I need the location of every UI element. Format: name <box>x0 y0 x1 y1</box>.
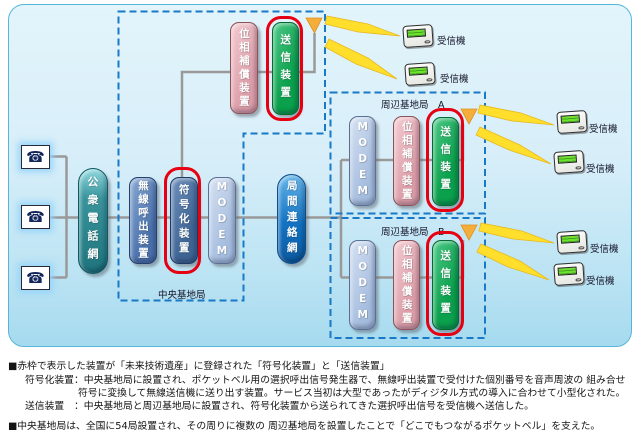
modem-pill-a: MODEM <box>349 116 376 206</box>
phone-icon: ☎ <box>21 144 50 169</box>
pager-icon <box>402 23 434 49</box>
modem-label: MODEM <box>356 245 369 325</box>
receiver-label: 受信機 <box>586 164 615 175</box>
phase-compensator-label: 位相補償装置 <box>400 244 413 326</box>
public-phone-network-label: 公衆電話網 <box>86 176 99 266</box>
radio-call-device-label: 無線呼出装置 <box>137 180 149 261</box>
pager-screen <box>557 266 578 276</box>
radio-call-device-pill: 無線呼出装置 <box>129 177 157 264</box>
phone-glyph: ☎ <box>26 268 45 287</box>
phase-compensator-label: 位相補償装置 <box>400 120 413 202</box>
phone-glyph: ☎ <box>26 147 45 166</box>
public-phone-network-pill: 公衆電話網 <box>77 168 108 274</box>
pager-button <box>575 277 582 282</box>
pager-button <box>575 165 582 170</box>
phone-glyph: ☎ <box>26 208 45 226</box>
pager-icon <box>404 61 436 87</box>
pager-icon <box>553 149 585 175</box>
central-base-station-label: 中央基地局 <box>158 290 206 301</box>
pager-screen <box>408 66 429 76</box>
note-encoder-definition: 符号化装置：中央基地局に設置され、ポケットベル用の選択呼出信号発生器で、無線呼出… <box>25 374 626 386</box>
interstation-network-label: 局間連絡網 <box>285 180 298 258</box>
receiver-label: 受信機 <box>590 244 619 255</box>
pager-button <box>426 77 433 82</box>
phone-icon: ☎ <box>21 265 50 290</box>
modem-label: MODEM <box>356 121 369 201</box>
pager-button <box>578 125 585 130</box>
phase-compensator-pill-a: 位相補償装置 <box>393 116 420 206</box>
note-central-station-count: ■中央基地局は、全国に54局設置され、その周りに複数の 周辺基地局を設置したこと… <box>8 421 601 430</box>
pager-screen <box>560 114 581 124</box>
modem-pill-b: MODEM <box>349 240 376 330</box>
phase-compensator-label: 位相補償装置 <box>238 27 250 109</box>
note-red-frame-title: ■赤枠で表示した装置が「未来技術遺産」に登録された「符号化装置」と「送信装置」 <box>8 361 390 372</box>
transmitter-red-highlight-frame <box>266 16 303 121</box>
modem-label: MODEM <box>216 180 228 261</box>
pager-screen <box>406 28 427 38</box>
phone-icon: ☎ <box>21 205 50 229</box>
pager-button <box>578 245 585 250</box>
note-transmitter-definition: 送信装置 ：中央基地局と周辺基地局に設置され、符号化装置から送られてきた選択呼出… <box>25 400 534 412</box>
modem-pill-central: MODEM <box>208 177 236 264</box>
pager-button <box>424 39 431 44</box>
receiver-label: 受信機 <box>437 36 466 47</box>
phase-compensator-pill-b: 位相補償装置 <box>393 240 420 330</box>
note-encoder-definition-cont: 符号に変換して無線送信機に送り出す装置。サービス当初は大型であったがディジタル方… <box>78 387 626 399</box>
pager-icon <box>556 229 588 255</box>
pager-screen <box>557 154 578 164</box>
pager-screen <box>560 234 581 244</box>
interstation-network-pill: 局間連絡網 <box>277 174 306 264</box>
receiver-label: 受信機 <box>589 124 618 135</box>
transmitter-red-highlight-frame <box>426 231 464 336</box>
phase-compensator-pill-central: 位相補償装置 <box>230 22 258 114</box>
pager-icon <box>553 261 585 287</box>
pager-icon <box>556 109 588 135</box>
receiver-label: 受信機 <box>586 276 615 287</box>
transmitter-red-highlight-frame <box>426 108 464 212</box>
receiver-label: 受信機 <box>440 74 469 85</box>
encoder-red-highlight-frame <box>163 166 201 274</box>
